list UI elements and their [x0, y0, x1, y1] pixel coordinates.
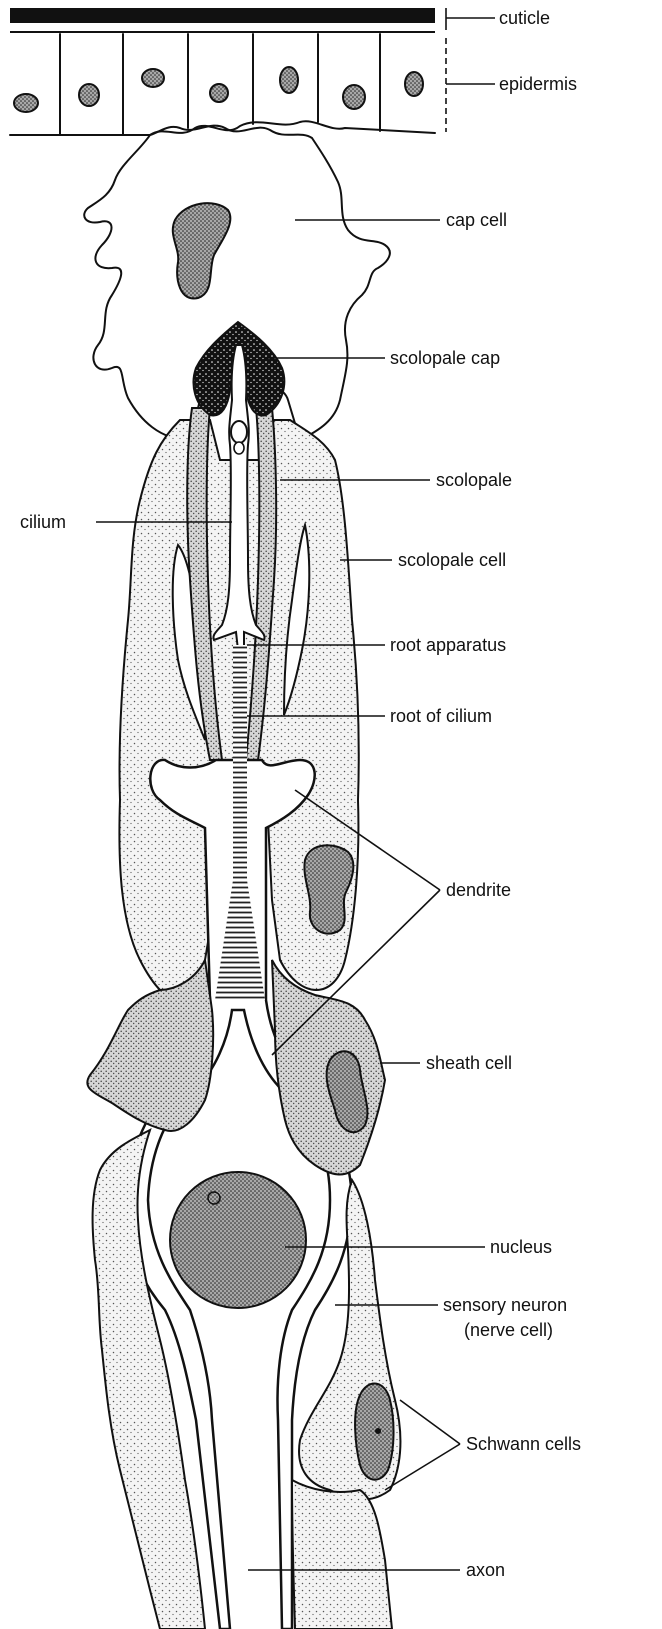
epidermis-layer	[10, 34, 435, 135]
label-scolopale: scolopale	[436, 470, 512, 490]
label-scolopale-cell: scolopale cell	[398, 550, 506, 570]
label-sensory-neuron: sensory neuron	[443, 1295, 567, 1315]
label-cilium: cilium	[20, 512, 66, 532]
schwann-cell-nucleus	[355, 1384, 393, 1480]
label-axon: axon	[466, 1560, 505, 1580]
cuticle-layer	[10, 8, 435, 32]
label-dendrite: dendrite	[446, 880, 511, 900]
cuticle-band	[10, 8, 435, 23]
sheath-cell-left	[87, 960, 213, 1131]
label-nucleus: nucleus	[490, 1237, 552, 1257]
schwann-leader-upper	[400, 1400, 460, 1444]
label-root-apparatus: root apparatus	[390, 635, 506, 655]
label-sheath-cell: sheath cell	[426, 1053, 512, 1073]
label-schwann-cells: Schwann cells	[466, 1434, 581, 1454]
label-epidermis: epidermis	[499, 74, 577, 94]
neuron-nucleus	[170, 1172, 306, 1308]
epidermis-cells-outline	[10, 121, 435, 135]
cilium-basal-swelling	[234, 442, 244, 454]
label-cap-cell: cap cell	[446, 210, 507, 230]
label-nerve-cell: (nerve cell)	[464, 1320, 553, 1340]
schwann-cell-nucleolus	[375, 1428, 381, 1434]
epidermis-nuclei	[14, 67, 423, 112]
label-scolopale-cap: scolopale cap	[390, 348, 500, 368]
cilium-dilation	[231, 421, 247, 443]
cap-cell-nucleus	[173, 203, 231, 298]
label-root-of-cilium: root of cilium	[390, 706, 492, 726]
label-cuticle: cuticle	[499, 8, 550, 28]
schwann-cell-right-lower	[292, 1480, 392, 1629]
